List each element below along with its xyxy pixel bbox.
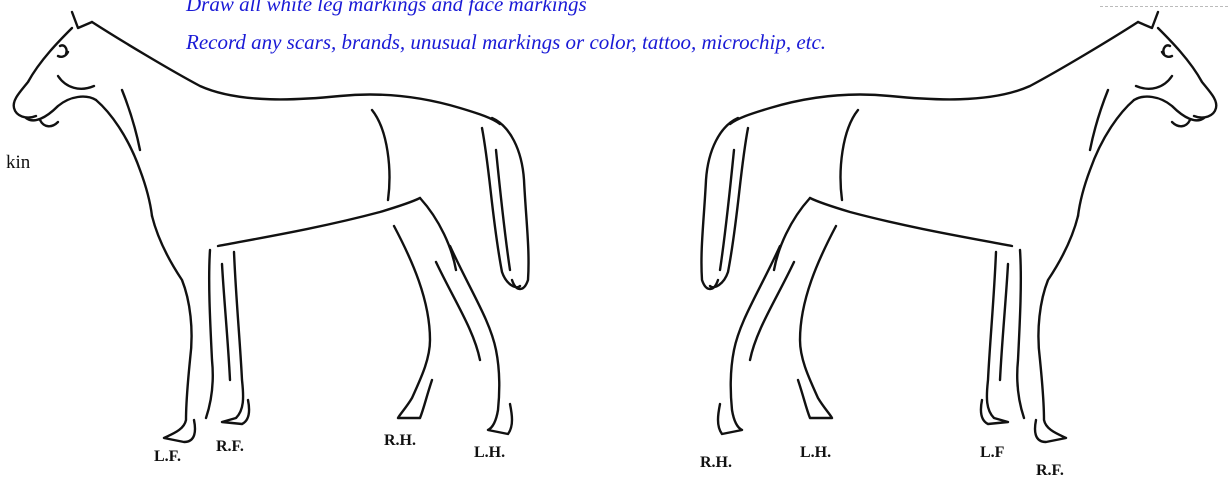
leg-label-right-rh: R.H. <box>700 454 732 472</box>
leg-label-right-lf: L.F <box>980 444 1004 462</box>
horse-diagram-left-side <box>0 0 560 486</box>
leg-label-left-rh: R.H. <box>384 432 416 450</box>
leg-label-left-rf: R.F. <box>216 438 244 456</box>
leg-label-left-lf: L.F. <box>154 448 181 466</box>
leg-label-right-lh: L.H. <box>800 444 831 462</box>
horse-diagram-right-side <box>670 0 1230 486</box>
leg-label-right-rf: R.F. <box>1036 462 1064 480</box>
leg-label-left-lh: L.H. <box>474 444 505 462</box>
